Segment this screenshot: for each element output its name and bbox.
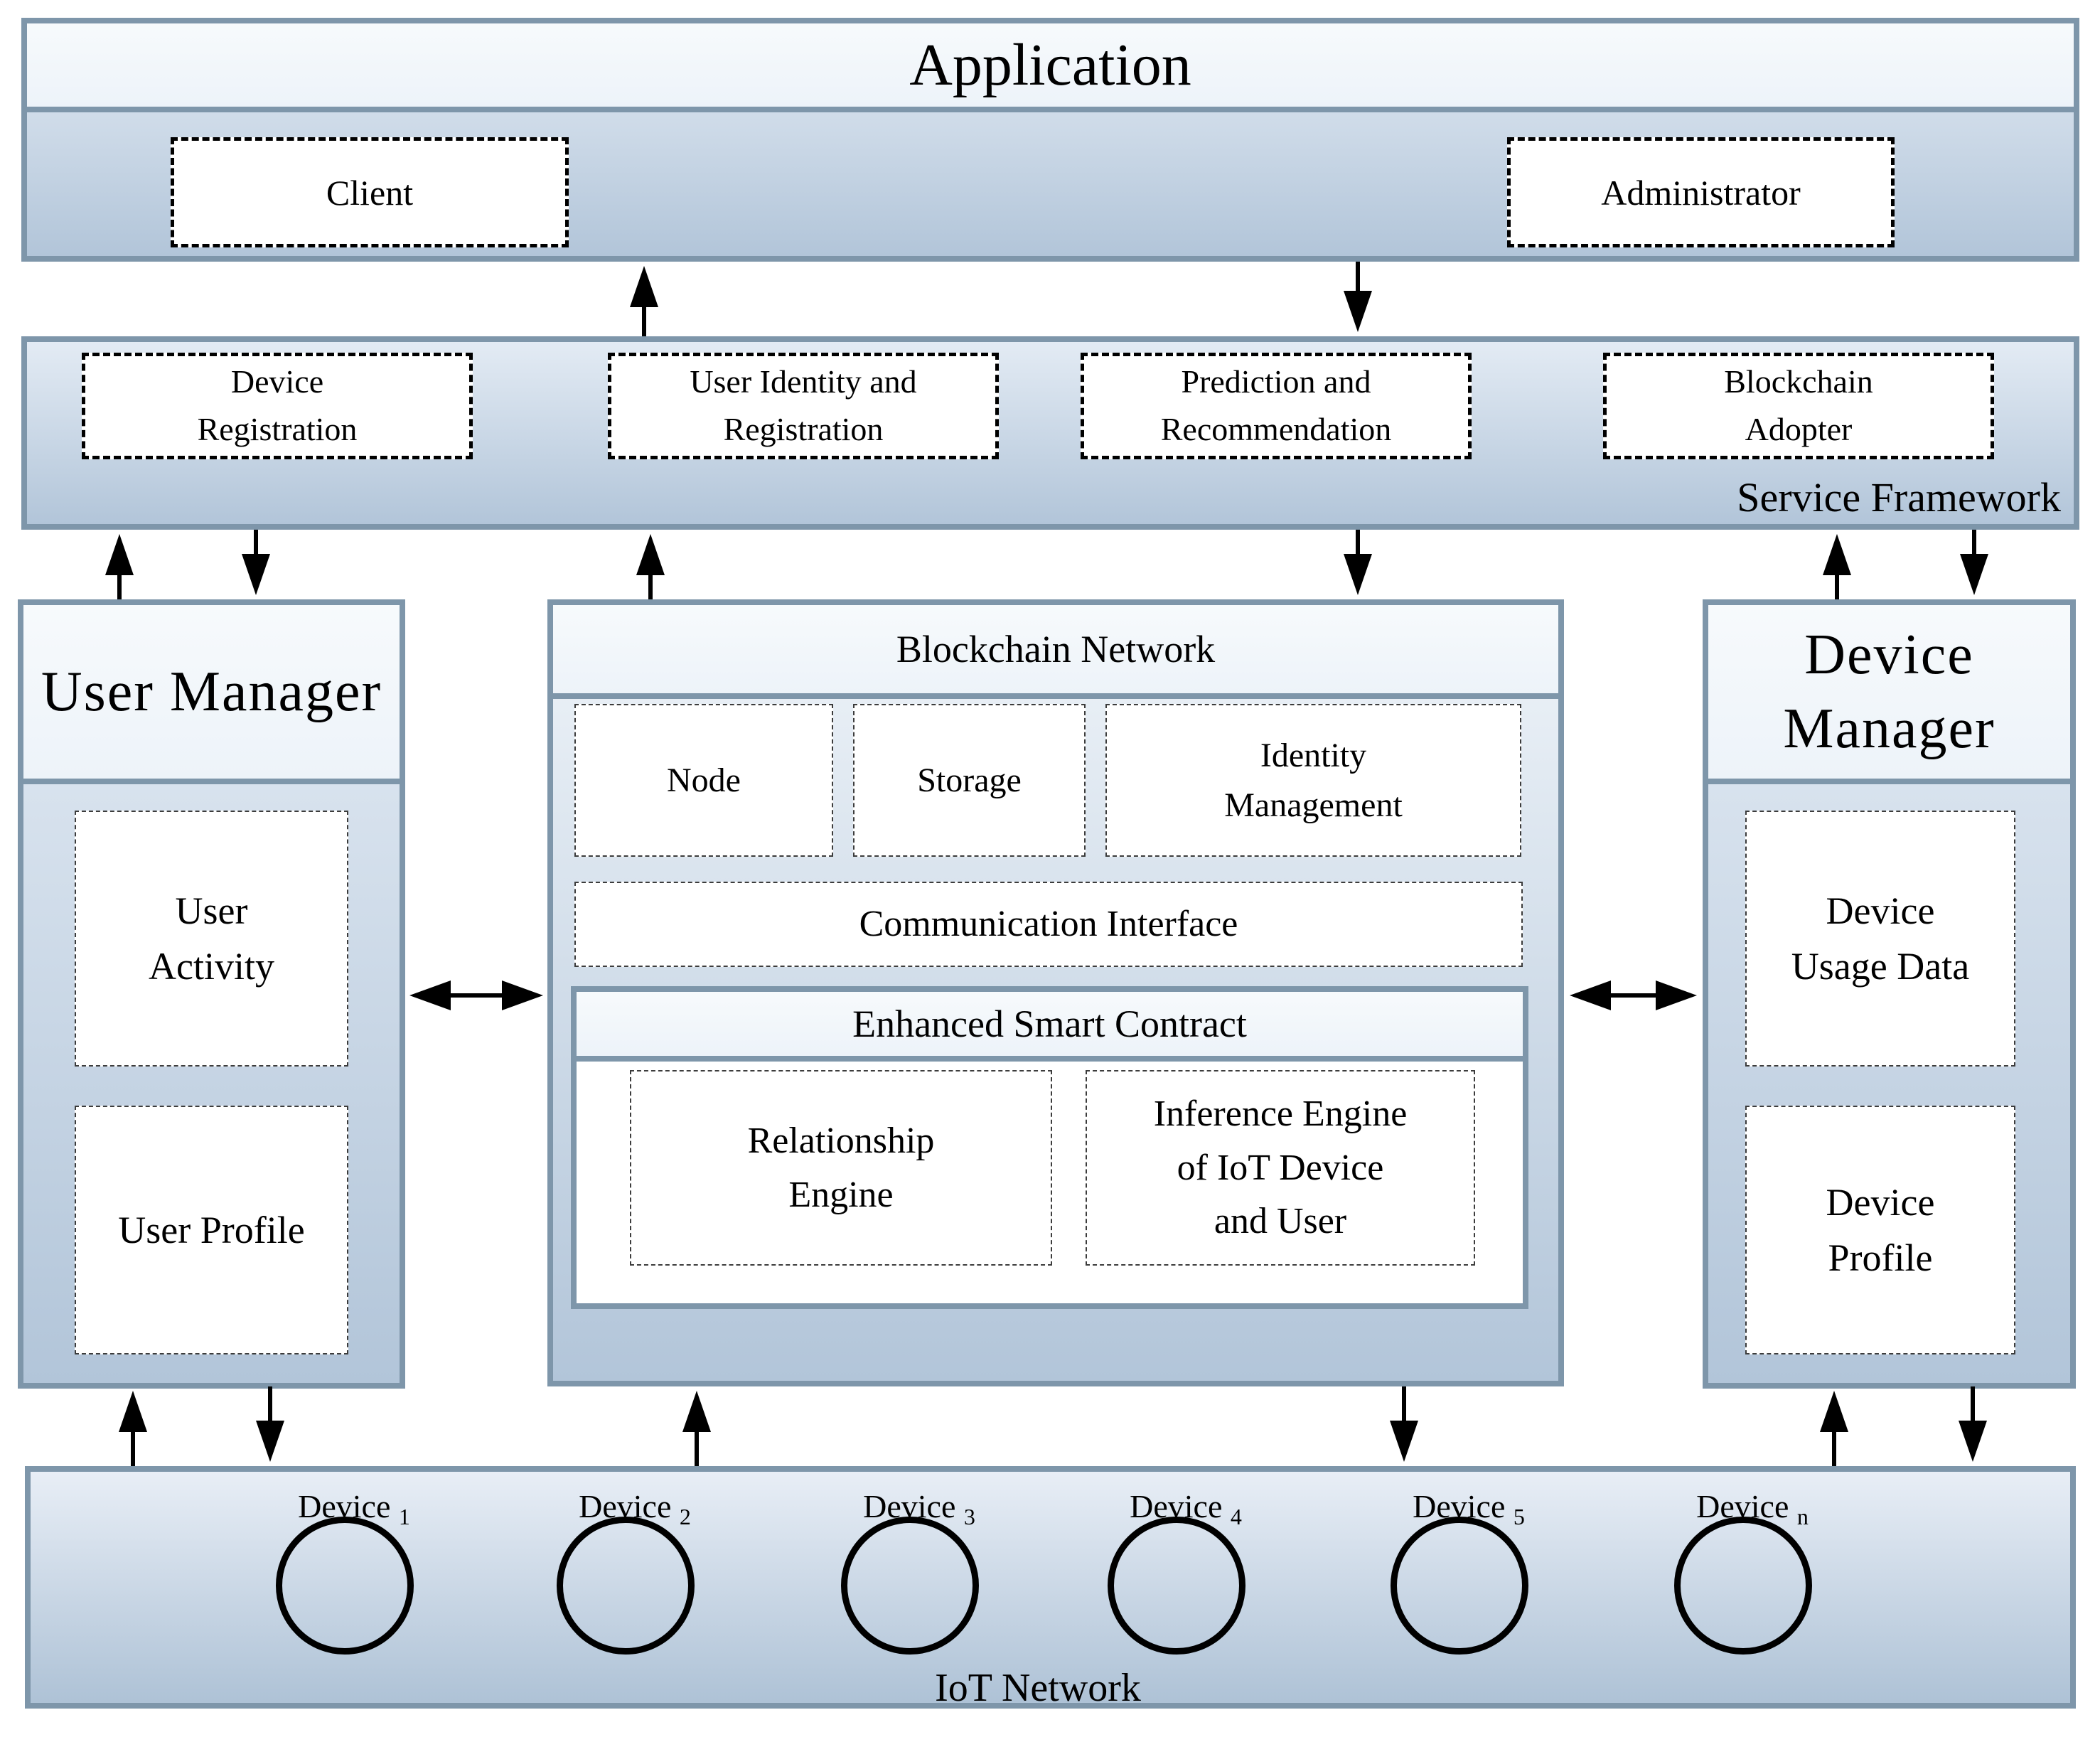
service-framework-label: Service Framework [1737,474,2061,520]
arrow-up-iot-to-blockchain [682,1391,711,1466]
iot-network-label: IoT Network [935,1666,1141,1710]
administrator-box: Administrator [1507,137,1895,247]
relationship-engine-box: Relationship Engine [630,1070,1052,1266]
arrow-up-sf-to-app [630,266,658,336]
arrow-down-devicemgr-to-iot [1959,1386,1987,1462]
node-box: Node [574,704,833,857]
arrow-down-sf-to-devicemgr [1960,530,1988,595]
device-manager-box: Device Manager Device Usage Data Device … [1703,599,2076,1389]
device-profile-box: Device Profile [1745,1106,2015,1354]
service-framework-layer: Device Registration User Identity and Re… [21,336,2079,530]
device-usage-data-box: Device Usage Data [1745,811,2015,1067]
arrow-usermgr-blockchain [409,980,543,1010]
application-layer: Application Client Administrator [21,18,2079,262]
arrow-up-devicemgr-to-sf [1823,534,1851,599]
user-manager-title: User Manager [41,661,382,723]
arrow-down-usermgr-to-iot [256,1386,284,1462]
arrow-down-sf-to-blockchain [1344,530,1372,595]
device-2-circle [557,1517,695,1655]
enhanced-smart-contract-box: Enhanced Smart Contract Relationship Eng… [571,986,1528,1309]
device-5-circle [1391,1517,1528,1655]
application-title: Application [909,32,1191,98]
device-registration-box: Device Registration [82,353,473,459]
iot-network-box: Device 1 Device 2 Device 3 Device 4 Devi… [25,1466,2076,1710]
identity-management-box: Identity Management [1105,704,1521,857]
arrow-up-iot-to-devicemgr [1820,1391,1848,1466]
device-3-circle [841,1517,979,1655]
device-manager-header: Device Manager [1708,605,2070,784]
arrow-up-blockchain-to-sf [636,534,665,599]
device-manager-title: Device Manager [1783,624,1995,760]
arrow-blockchain-devicemgr [1570,980,1697,1010]
arrow-up-iot-to-usermgr [119,1391,147,1466]
arrow-down-blockchain-to-iot [1390,1386,1418,1462]
user-manager-box: User Manager User Activity User Profile [18,599,405,1389]
device-1-circle [276,1517,414,1655]
arrow-down-sf-to-usermgr [242,530,270,595]
application-header: Application [27,23,2074,112]
blockchain-network-title: Blockchain Network [896,628,1216,670]
blockchain-network-box: Blockchain Network Node Storage Identity… [547,599,1564,1386]
enhanced-smart-contract-header: Enhanced Smart Contract [577,992,1523,1062]
user-manager-header: User Manager [23,605,400,784]
inference-engine-box: Inference Engine of IoT Device and User [1086,1070,1475,1266]
prediction-recommendation-box: Prediction and Recommendation [1081,353,1472,459]
user-identity-registration-box: User Identity and Registration [608,353,999,459]
arrow-down-app-to-sf [1344,262,1372,332]
device-n-circle [1674,1517,1812,1655]
communication-interface-box: Communication Interface [574,882,1523,967]
device-4-circle [1108,1517,1245,1655]
user-profile-box: User Profile [75,1106,348,1354]
client-box: Client [171,137,569,247]
enhanced-smart-contract-title: Enhanced Smart Contract [852,1003,1247,1045]
user-activity-box: User Activity [75,811,348,1067]
blockchain-network-header: Blockchain Network [553,605,1558,699]
blockchain-adopter-box: Blockchain Adopter [1603,353,1994,459]
storage-box: Storage [853,704,1086,857]
arrow-up-usermgr-to-sf [105,534,134,599]
